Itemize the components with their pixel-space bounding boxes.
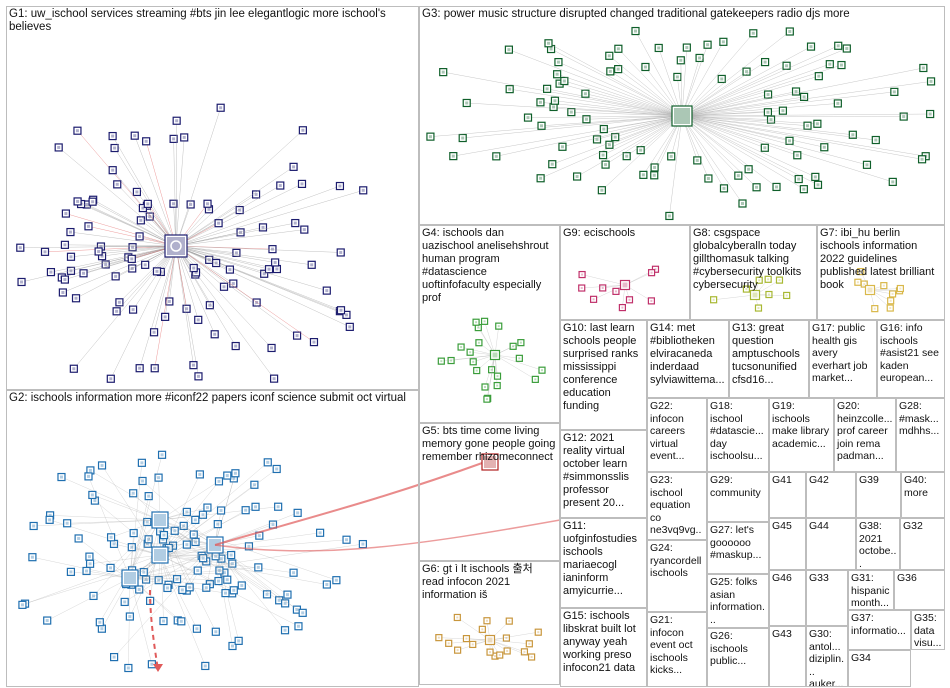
group-panel-g20: G20: heinzcolle... prof career join rema… xyxy=(834,398,896,472)
group-label-g14: G14: met #bibliotheken elviracaneda inde… xyxy=(650,322,726,387)
group-panel-g17: G17: public health gis avery everhart jo… xyxy=(809,320,877,398)
group-panel-g12: G12: 2021 reality virtual october learn … xyxy=(560,430,647,518)
group-label-g42: G42 xyxy=(809,474,853,487)
group-label-g20: G20: heinzcolle... prof career join rema… xyxy=(837,400,893,463)
group-panel-g30: G30: antol... diziplin... auker... xyxy=(806,626,848,687)
group-panel-g9: G9: ecischools xyxy=(560,225,690,320)
group-label-g30: G30: antol... diziplin... auker... xyxy=(809,628,845,687)
group-label-g38: G38: 2021 octobe... xyxy=(859,520,897,570)
group-panel-g14: G14: met #bibliotheken elviracaneda inde… xyxy=(647,320,729,398)
group-label-g25: G25: folks asian information... xyxy=(710,576,766,626)
group-panel-g45: G45 xyxy=(769,518,806,570)
group-label-g19: G19: ischools make library academic... xyxy=(772,400,831,450)
group-panel-g29: G29: community xyxy=(707,472,769,522)
group-label-g13: G13: great question amptuschools tucsonu… xyxy=(732,322,806,387)
group-label-g23: G23: ischool equation co ne3vq9vg... xyxy=(650,474,704,540)
group-label-g34: G34 xyxy=(851,652,908,665)
group-label-g32: G32 xyxy=(903,520,942,533)
group-panel-g37: G37: informatio... xyxy=(848,610,911,650)
group-label-g9: G9: ecischools xyxy=(563,227,687,240)
group-label-g36: G36 xyxy=(897,572,942,585)
group-label-g39: G39 xyxy=(859,474,898,487)
group-label-g7: G7: ibi_hu berlin ischools information 2… xyxy=(820,227,942,292)
group-label-g35: G35: data visu... xyxy=(914,612,942,650)
group-panel-g43: G43 xyxy=(769,626,806,687)
group-label-g22: G22: infocon careers virtual event... xyxy=(650,400,704,463)
group-panel-g19: G19: ischools make library academic... xyxy=(769,398,834,472)
group-label-g33: G33 xyxy=(809,572,845,585)
group-panel-g32: G32 xyxy=(900,518,945,570)
group-panel-g3: G3: power music structure disrupted chan… xyxy=(419,6,945,225)
group-label-g24: G24: ryancordell ischools xyxy=(650,542,704,580)
group-label-g10: G10: last learn schools people surprised… xyxy=(563,322,644,413)
group-panel-g31: G31: hispanic month... xyxy=(848,570,894,610)
group-label-g6: G6: gt ì lt ischools 출처 read infocon 202… xyxy=(422,563,557,602)
group-panel-g5: G5: bts time come living memory gone peo… xyxy=(419,423,560,561)
group-label-g21: G21: infocon event oct ischools kicks... xyxy=(650,614,704,677)
group-label-g43: G43 xyxy=(772,628,803,641)
group-panel-g44: G44 xyxy=(806,518,856,570)
group-panel-g36: G36 xyxy=(894,570,945,610)
group-panel-g26: G26: ischools public... xyxy=(707,628,769,687)
group-label-g37: G37: informatio... xyxy=(851,612,908,637)
group-label-g1: G1: uw_ischool services streaming #bts j… xyxy=(9,8,416,34)
group-label-g44: G44 xyxy=(809,520,853,533)
group-panel-g8: G8: csgspace globalcyberalln today gillt… xyxy=(690,225,817,320)
group-panel-g22: G22: infocon careers virtual event... xyxy=(647,398,707,472)
group-panel-g28: G28: #mask... mdhhs... xyxy=(896,398,945,472)
group-label-g45: G45 xyxy=(772,520,803,533)
group-panel-g35: G35: data visu... xyxy=(911,610,945,650)
group-label-g18: G18: ischool #datascie... day ischoolsu.… xyxy=(710,400,766,463)
group-panel-g25: G25: folks asian information... xyxy=(707,574,769,628)
group-panel-g16: G16: info ischools #asist21 see kaden eu… xyxy=(877,320,945,398)
group-panel-g11: G11: uofginfostudies ischools mariaecogl… xyxy=(560,518,647,608)
group-panel-g13: G13: great question amptuschools tucsonu… xyxy=(729,320,809,398)
group-label-g3: G3: power music structure disrupted chan… xyxy=(422,8,942,21)
group-panel-g46: G46 xyxy=(769,570,806,626)
group-label-g4: G4: ischools dan uazischool anelisehshro… xyxy=(422,227,557,305)
group-label-g40: G40: more xyxy=(904,474,942,499)
group-label-g29: G29: community xyxy=(710,474,766,499)
group-panel-g40: G40: more xyxy=(901,472,945,518)
group-label-g16: G16: info ischools #asist21 see kaden eu… xyxy=(880,322,942,385)
group-panel-g6: G6: gt ì lt ischools 출처 read infocon 202… xyxy=(419,561,560,685)
group-panel-g1: G1: uw_ischool services streaming #bts j… xyxy=(6,6,419,390)
group-label-g41: G41 xyxy=(772,474,803,487)
group-panel-g10: G10: last learn schools people surprised… xyxy=(560,320,647,430)
group-label-g46: G46 xyxy=(772,572,803,585)
group-label-g27: G27: let's goooooo #maskup... xyxy=(710,524,766,562)
group-panel-g2: G2: ischools information more #iconf22 p… xyxy=(6,390,419,687)
group-panel-g4: G4: ischools dan uazischool anelisehshro… xyxy=(419,225,560,423)
group-panel-g33: G33 xyxy=(806,570,848,626)
group-label-g2: G2: ischools information more #iconf22 p… xyxy=(9,392,416,405)
group-panel-g7: G7: ibi_hu berlin ischools information 2… xyxy=(817,225,945,320)
group-panel-g24: G24: ryancordell ischools xyxy=(647,540,707,612)
group-panel-g21: G21: infocon event oct ischools kicks... xyxy=(647,612,707,687)
group-label-g12: G12: 2021 reality virtual october learn … xyxy=(563,432,644,510)
group-label-g11: G11: uofginfostudies ischools mariaecogl… xyxy=(563,520,644,598)
group-label-g26: G26: ischools public... xyxy=(710,630,766,668)
group-label-g5: G5: bts time come living memory gone peo… xyxy=(422,425,557,464)
group-label-g28: G28: #mask... mdhhs... xyxy=(899,400,942,438)
group-panel-g42: G42 xyxy=(806,472,856,518)
group-label-g15: G15: ischools libskrat built lot anyway … xyxy=(563,610,644,675)
group-panel-g23: G23: ischool equation co ne3vq9vg... xyxy=(647,472,707,540)
group-panel-g34: G34 xyxy=(848,650,911,687)
group-panel-g39: G39 xyxy=(856,472,901,518)
group-label-g31: G31: hispanic month... xyxy=(851,572,891,610)
group-panel-g38: G38: 2021 octobe... xyxy=(856,518,900,570)
group-panel-g15: G15: ischools libskrat built lot anyway … xyxy=(560,608,647,687)
group-panel-g27: G27: let's goooooo #maskup... xyxy=(707,522,769,574)
group-panel-g18: G18: ischool #datascie... day ischoolsu.… xyxy=(707,398,769,472)
group-label-g17: G17: public health gis avery everhart jo… xyxy=(812,322,874,385)
group-panel-g41: G41 xyxy=(769,472,806,518)
group-label-g8: G8: csgspace globalcyberalln today gillt… xyxy=(693,227,814,292)
